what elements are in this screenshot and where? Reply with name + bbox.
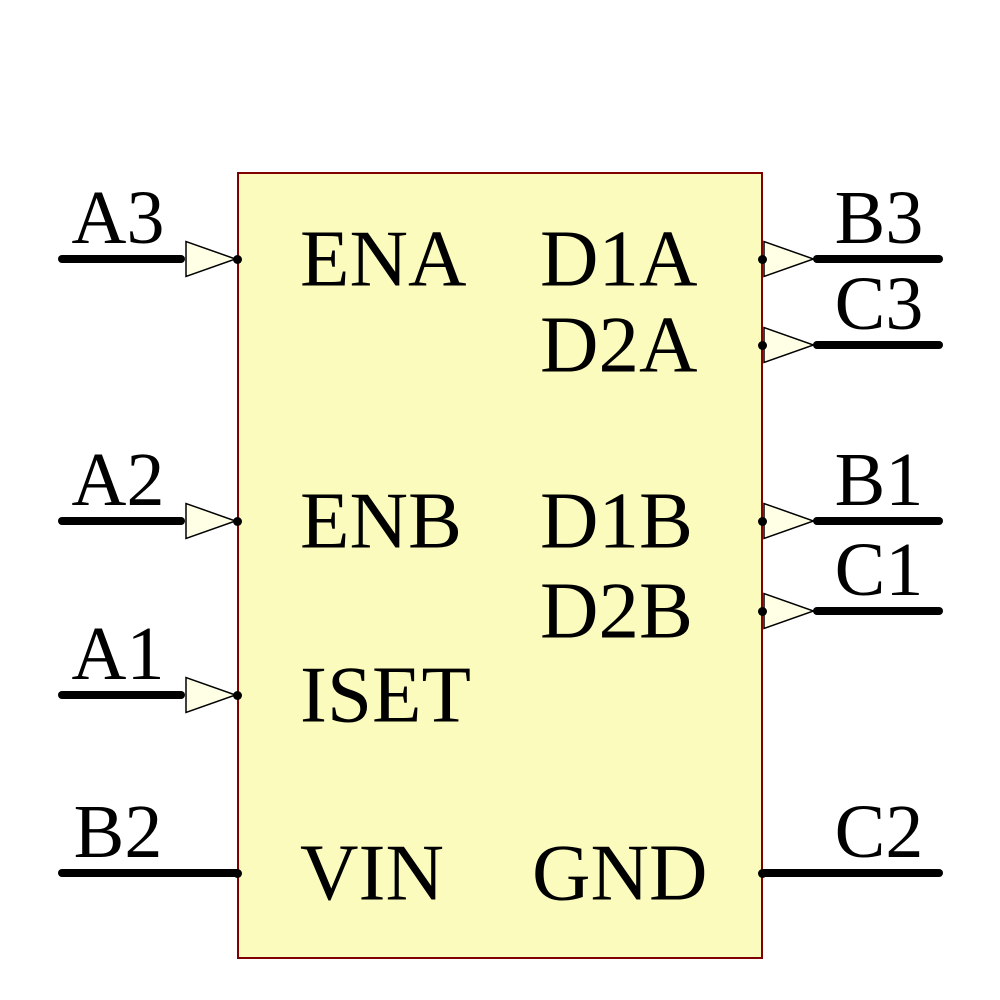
pin-wire (58, 691, 185, 699)
pin-arrow-icon (763, 240, 815, 278)
pin-name-label: ISET (300, 649, 471, 740)
net-label: B2 (73, 790, 163, 874)
pin-name-label: ENB (300, 475, 462, 566)
ic-body (237, 172, 763, 959)
pin-name-label: GND (532, 827, 708, 918)
pin-connection-dot (758, 606, 767, 616)
net-label: B3 (834, 176, 924, 260)
pin-name-label: D1B (540, 475, 694, 566)
pin-connection-dot (758, 254, 767, 264)
pin-wire (58, 869, 241, 877)
pin-connection-dot (758, 340, 767, 350)
pin-connection-dot (758, 868, 767, 878)
pin-connection-dot (233, 516, 242, 526)
net-label: A1 (71, 612, 165, 696)
pin-arrow-icon (763, 326, 815, 364)
net-label: C3 (834, 262, 924, 346)
pin-connection-dot (233, 690, 242, 700)
pin-name-label: D2A (540, 299, 698, 390)
pin-wire (813, 255, 943, 263)
pin-wire (58, 517, 185, 525)
pin-wire (813, 517, 943, 525)
pin-connection-dot (233, 254, 242, 264)
net-label: B1 (834, 438, 924, 522)
pin-arrow-icon (185, 240, 237, 278)
pin-wire (58, 255, 185, 263)
pin-arrow-icon (185, 676, 237, 714)
pin-name-label: D2B (540, 565, 694, 656)
pin-wire (760, 869, 943, 877)
pin-name-label: VIN (300, 827, 444, 918)
net-label: C2 (834, 790, 924, 874)
pin-connection-dot (233, 868, 242, 878)
net-label: A3 (71, 176, 165, 260)
pin-name-label: ENA (300, 213, 467, 304)
pin-connection-dot (758, 516, 767, 526)
net-label: C1 (834, 528, 924, 612)
net-label: A2 (71, 438, 165, 522)
pin-wire (813, 341, 943, 349)
pin-name-label: D1A (540, 213, 698, 304)
pin-arrow-icon (763, 502, 815, 540)
pin-arrow-icon (185, 502, 237, 540)
pin-wire (813, 607, 943, 615)
pin-arrow-icon (763, 592, 815, 630)
